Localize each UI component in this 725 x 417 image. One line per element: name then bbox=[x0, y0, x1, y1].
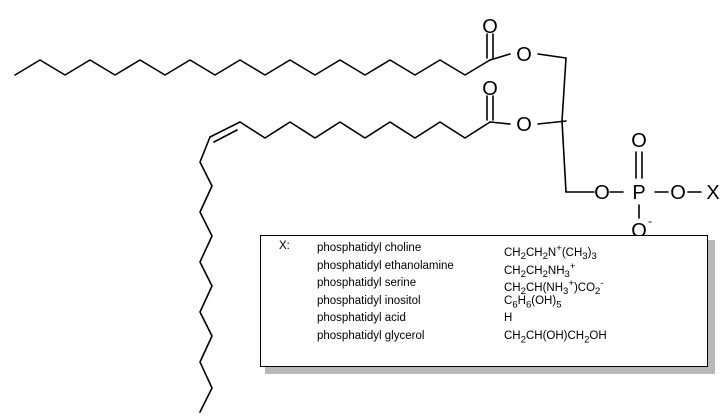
ester-bond-2 bbox=[489, 121, 511, 125]
legend-row: phosphatidyl ethanolamine CH2CH2NH3+ bbox=[261, 258, 707, 280]
saturated-acyl-chain bbox=[14, 59, 491, 76]
atom-o-ester-1: O bbox=[516, 44, 532, 66]
glycerol-backbone-upper bbox=[561, 57, 567, 122]
legend-lipid-name: phosphatidyl acid bbox=[317, 312, 406, 324]
atom-o-carbonyl-1: O bbox=[482, 16, 498, 38]
unsaturated-acyl-chain-tail bbox=[199, 136, 213, 413]
legend-lipid-name: phosphatidyl inositol bbox=[317, 294, 421, 307]
cis-double-bond-a bbox=[209, 121, 241, 138]
legend-formula: CH2CH2N+(CH3)3 bbox=[504, 243, 597, 263]
legend-row: phosphatidyl choline CH2CH2N+(CH3)3 bbox=[261, 240, 707, 262]
atom-o-carbonyl-2: O bbox=[482, 78, 498, 100]
unsaturated-acyl-chain-upper bbox=[239, 121, 491, 139]
glycerol-bond-1 bbox=[537, 53, 567, 59]
legend-row: phosphatidyl serine CH2CH(NH3+)CO2- bbox=[261, 275, 707, 297]
atom-o-ester-2: O bbox=[516, 114, 532, 136]
legend-lipid-name: phosphatidyl choline bbox=[317, 242, 422, 254]
legend-formula: C6H6(OH)5 bbox=[504, 294, 562, 310]
ester-bond-1 bbox=[489, 53, 511, 61]
atom-phosphorus: P bbox=[632, 182, 645, 204]
glycerol-backbone-lower bbox=[561, 120, 567, 193]
legend-row: phosphatidyl acid H bbox=[261, 310, 707, 327]
atom-o-phosphate-2: O bbox=[670, 182, 686, 204]
atom-o-phosphate-1: O bbox=[594, 182, 610, 204]
legend-lipid-name: phosphatidyl ethanolamine bbox=[317, 259, 454, 272]
legend-prefix: X: bbox=[279, 240, 290, 252]
cis-double-bond-b bbox=[213, 129, 238, 143]
legend-row: phosphatidyl inositol C6H6(OH)5 bbox=[261, 293, 707, 310]
legend-formula: CH2CH(NH3+)CO2- bbox=[504, 278, 604, 298]
legend-formula: CH2CH2NH3+ bbox=[504, 260, 576, 280]
atom-x-group: X bbox=[706, 182, 719, 204]
legend-lipid-name: phosphatidyl serine bbox=[317, 277, 417, 289]
legend-lipid-name: phosphatidyl glycerol bbox=[317, 329, 425, 342]
anion-charge-sign: - bbox=[648, 214, 652, 228]
atom-o-phosphoryl: O bbox=[631, 130, 647, 152]
legend-formula: H bbox=[504, 312, 513, 324]
legend-formula: CH2CH(OH)CH2OH bbox=[504, 329, 607, 345]
legend-row: phosphatidyl glycerol CH2CH(OH)CH2OH bbox=[261, 328, 707, 345]
